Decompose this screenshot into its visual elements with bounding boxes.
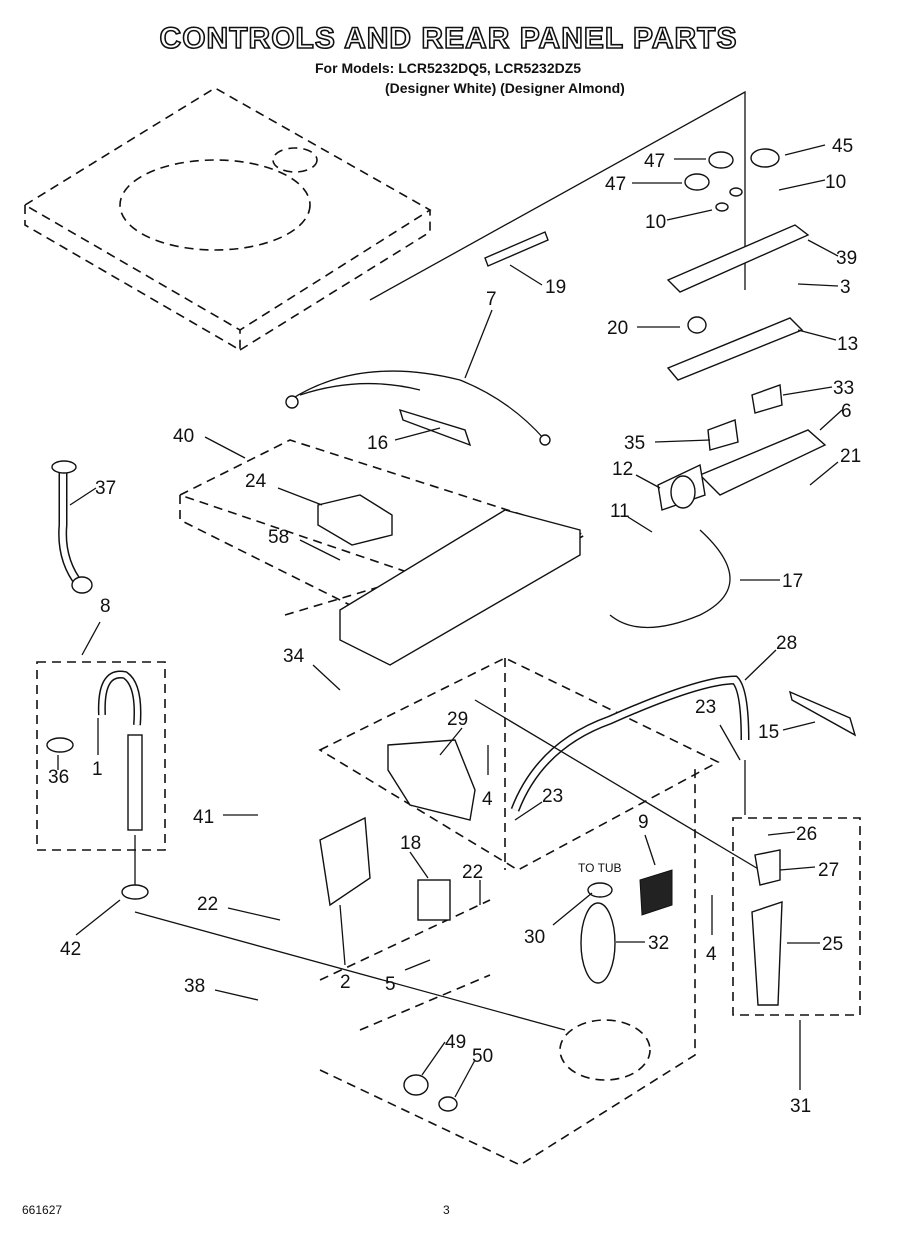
callout-label: 37 [95, 478, 116, 499]
callout-label: 5 [385, 974, 396, 995]
callout-label: 36 [48, 767, 69, 788]
callout-label: 22 [197, 894, 218, 915]
part-24 [317, 494, 393, 546]
callout-label: 7 [486, 289, 497, 310]
wire-harness [289, 370, 546, 441]
part-49 [403, 1074, 429, 1096]
inlet-hose-fitting [127, 734, 143, 831]
part-9 [639, 869, 673, 916]
callout-label: 8 [100, 596, 111, 617]
callout-label: 21 [840, 446, 861, 467]
callout-label: 50 [472, 1046, 493, 1067]
part-30 [587, 882, 613, 898]
callout-label: 45 [832, 136, 853, 157]
part-15 [788, 690, 857, 737]
trap-box [732, 817, 861, 1016]
callout-label: 12 [612, 459, 633, 480]
callout-label: 25 [822, 934, 843, 955]
console-tray [339, 509, 581, 666]
callout-label: 38 [184, 976, 205, 997]
callout-label: 30 [524, 927, 545, 948]
callout-label: 15 [758, 722, 779, 743]
part-50 [438, 1096, 458, 1112]
callout-label: 29 [447, 709, 468, 730]
callout-label: 20 [607, 318, 628, 339]
part-19 [484, 231, 549, 267]
callout-label: 1 [92, 759, 103, 780]
callout-label: 16 [367, 433, 388, 454]
part-25 [751, 901, 783, 1006]
reference-line [369, 90, 746, 301]
part-36 [46, 737, 74, 753]
callout-label: 39 [836, 248, 857, 269]
callout-label: 19 [545, 277, 566, 298]
callout-label: 28 [776, 633, 797, 654]
callout-label: 4 [706, 944, 717, 965]
part-42 [121, 884, 149, 900]
callout-label: 11 [610, 501, 630, 522]
models-subtitle: For Models: LCR5232DQ5, LCR5232DZ5 [315, 60, 582, 76]
part-29 [387, 739, 476, 821]
callout-label: 4 [482, 789, 493, 810]
callout-label: 40 [173, 426, 194, 447]
callout-label: 35 [624, 433, 645, 454]
page-number: 3 [443, 1203, 450, 1217]
part-32 [580, 902, 616, 984]
callout-label: 17 [782, 571, 803, 592]
footer-code: 661627 [22, 1203, 63, 1217]
part-27 [754, 849, 781, 886]
callout-label: 32 [648, 933, 669, 954]
callout-label: 22 [462, 862, 483, 883]
colors-subtitle: (Designer White) (Designer Almond) [385, 80, 625, 96]
control-plate-group [657, 148, 827, 511]
callout-label: 26 [796, 824, 817, 845]
callout-label: 2 [340, 972, 351, 993]
part-2 [319, 816, 371, 907]
callout-label: 42 [60, 939, 81, 960]
callout-label: 41 [193, 807, 214, 828]
console-body [177, 439, 588, 596]
cabinet-outline [318, 657, 720, 1166]
to-tub-label: TO TUB [578, 861, 622, 875]
callout-label: 23 [542, 786, 563, 807]
callout-label: 3 [840, 277, 851, 298]
callout-label: 31 [790, 1096, 811, 1117]
part-16 [398, 408, 472, 447]
callout-label: 9 [638, 812, 649, 833]
callout-label: 27 [818, 860, 839, 881]
part-18 [417, 879, 451, 921]
callout-layer: 47 45 47 10 10 39 19 3 7 20 13 33 6 16 4… [48, 136, 861, 1117]
callout-label: 33 [833, 378, 854, 399]
pump-outline [559, 1019, 651, 1081]
callout-label: 23 [695, 697, 716, 718]
callout-label: 47 [605, 174, 626, 195]
callout-label: 58 [268, 527, 289, 548]
callout-label: 34 [283, 646, 305, 667]
callout-label: 18 [400, 833, 421, 854]
callout-label: 24 [245, 471, 267, 492]
page-title: CONTROLS AND REAR PANEL PARTS [159, 21, 738, 56]
callout-label: 47 [644, 151, 665, 172]
part-17 [609, 529, 731, 629]
callout-label: 10 [825, 172, 846, 193]
callout-label: 10 [645, 212, 666, 233]
callout-label: 13 [837, 334, 858, 355]
inlet-hose-box [36, 661, 166, 851]
console-top [23, 87, 432, 352]
callout-label: 6 [841, 401, 852, 422]
callout-label: 49 [445, 1032, 466, 1053]
